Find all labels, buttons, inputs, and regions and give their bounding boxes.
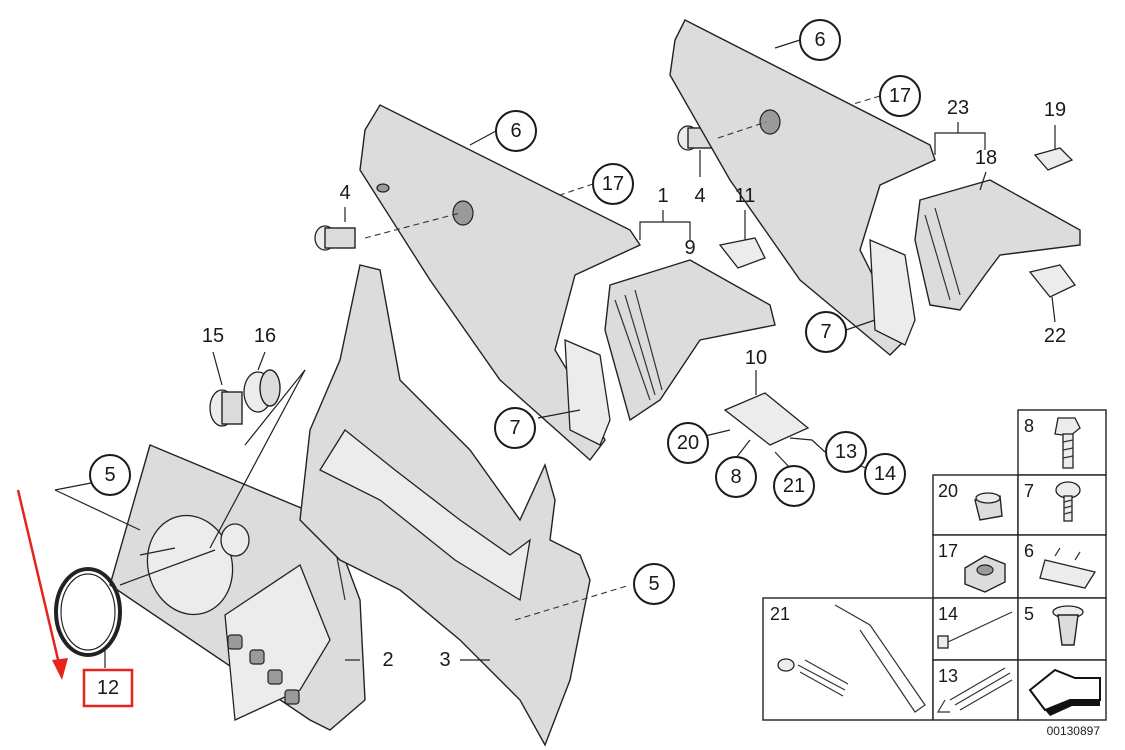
svg-text:17: 17	[889, 85, 911, 107]
document-number: 00130897	[1047, 724, 1101, 738]
callout-20: 20	[667, 422, 709, 464]
callout-5-left: 5	[89, 454, 131, 496]
callout-14: 14	[864, 453, 906, 495]
callout-13: 13	[825, 431, 867, 473]
label-19: 19	[1044, 99, 1066, 121]
svg-text:7: 7	[509, 417, 520, 439]
callout-5-right: 5	[633, 563, 675, 605]
svg-text:8: 8	[730, 466, 741, 488]
expanding-rivet-icon	[1052, 605, 1084, 646]
label-3: 3	[439, 649, 450, 671]
callout-6-left: 6	[495, 110, 537, 152]
screw-icon	[1055, 481, 1081, 522]
callout-8: 8	[715, 456, 757, 498]
svg-text:13: 13	[835, 441, 857, 463]
coil-spring-icon	[936, 667, 1013, 713]
label-9: 9	[684, 237, 695, 259]
inset-label-13: 13	[938, 666, 958, 686]
spring-clip-icon	[1039, 547, 1097, 589]
inset-label-17: 17	[938, 541, 958, 561]
bolt-icon	[1054, 417, 1081, 469]
plug-part-15	[209, 389, 243, 427]
label-23: 23	[947, 97, 969, 119]
svg-text:12: 12	[97, 677, 119, 699]
cap-part-22	[1028, 264, 1076, 298]
svg-text:5: 5	[648, 573, 659, 595]
svg-text:17: 17	[602, 173, 624, 195]
cable-rod-icon	[777, 604, 926, 713]
pin-icon	[937, 611, 1013, 649]
callout-7-right: 7	[805, 311, 847, 353]
ring-part-12	[54, 567, 122, 657]
label-4-right: 4	[694, 185, 705, 207]
cap-part-19	[1033, 147, 1074, 171]
inset-label-6: 6	[1024, 541, 1034, 561]
svg-text:7: 7	[820, 321, 831, 343]
nut-icon	[964, 555, 1006, 593]
label-2: 2	[382, 649, 393, 671]
callout-17-right: 17	[879, 75, 921, 117]
callout-7-center: 7	[494, 407, 536, 449]
callout-21: 21	[773, 465, 815, 507]
leader-lines	[54, 39, 1056, 668]
direction-arrow-icon	[1028, 668, 1101, 716]
inset-label-8: 8	[1024, 416, 1034, 436]
inset-label-20: 20	[938, 481, 958, 501]
callout-17-left: 17	[592, 163, 634, 205]
inset-label-21: 21	[770, 604, 790, 624]
cover-shell-6-right	[669, 19, 936, 356]
bolt-part-4-left	[314, 225, 356, 251]
label-10: 10	[745, 347, 767, 369]
label-1: 1	[657, 185, 668, 207]
cover-shell-6-left	[359, 104, 642, 462]
label-18: 18	[975, 147, 997, 169]
label-4-left: 4	[339, 182, 350, 204]
label-15: 15	[202, 325, 224, 347]
clip-part-10	[723, 392, 810, 446]
svg-text:6: 6	[510, 120, 521, 142]
callout-12-highlighted: 12	[82, 668, 134, 708]
callout-6-right: 6	[799, 19, 841, 61]
bracket-part-18	[914, 179, 1081, 311]
inset-label-14: 14	[938, 604, 958, 624]
inset-label-7: 7	[1024, 481, 1034, 501]
bracket-part-9	[604, 259, 776, 422]
svg-text:14: 14	[874, 463, 896, 485]
label-22: 22	[1044, 325, 1066, 347]
red-arrow-icon	[16, 489, 68, 680]
svg-text:21: 21	[783, 475, 805, 497]
cap-nut-icon	[974, 492, 1003, 521]
svg-text:20: 20	[677, 432, 699, 454]
plug-part-16	[243, 369, 281, 413]
label-11: 11	[735, 185, 756, 207]
label-16: 16	[254, 325, 276, 347]
inset-label-5: 5	[1024, 604, 1034, 624]
svg-text:6: 6	[814, 29, 825, 51]
svg-text:5: 5	[104, 464, 115, 486]
cap-part-11	[718, 237, 766, 269]
hardware-inset-grid: 8 20 7 17 6 21 14 5 13	[762, 409, 1107, 721]
side-panel-3	[299, 264, 591, 747]
